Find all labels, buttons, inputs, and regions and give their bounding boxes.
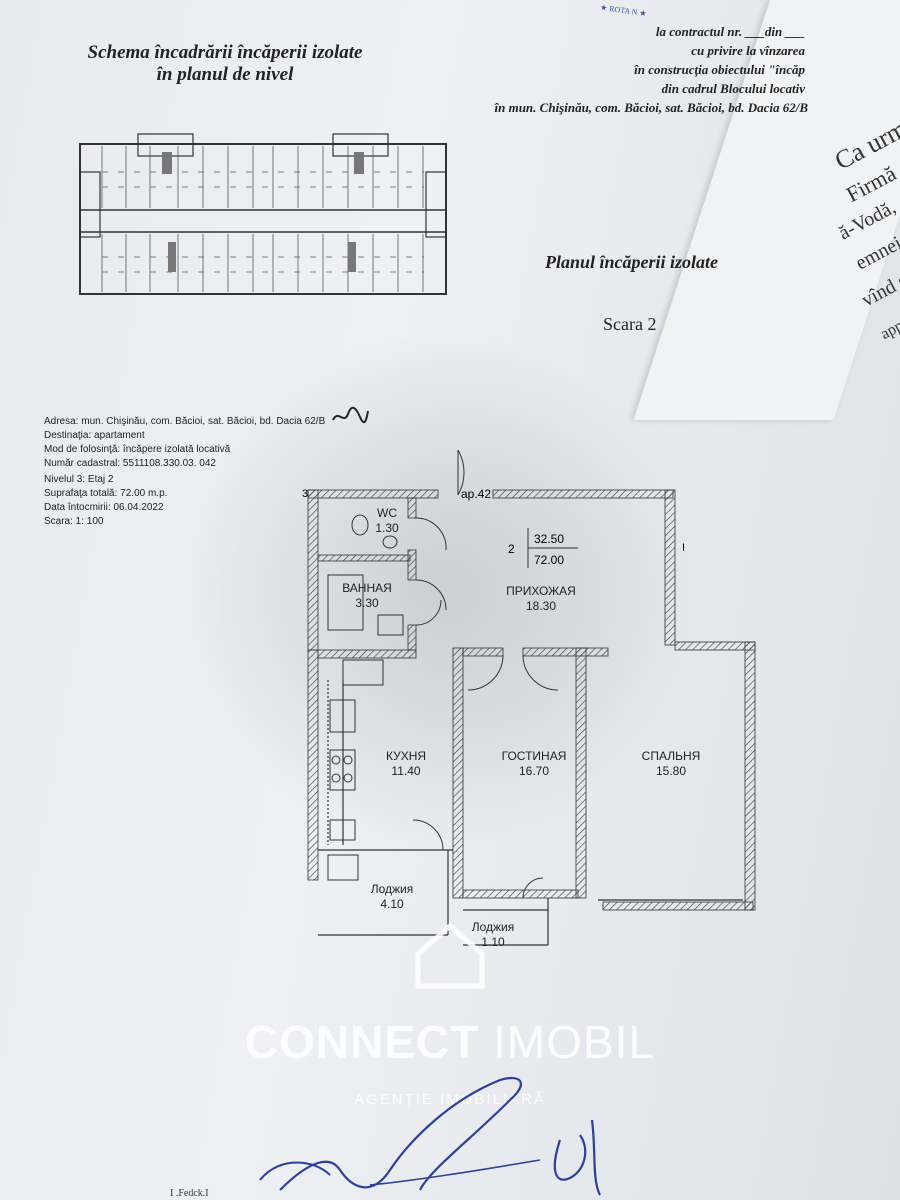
contract-line: în construcţia obiectului "încăp	[634, 62, 805, 77]
brand-name: CONNECT IMOBIL	[0, 1015, 900, 1069]
plan-stair: Scara 2	[603, 314, 657, 334]
info-address: Adresa: mun. Chişinău, com. Băcioi, sat.…	[44, 416, 326, 427]
apartment-number: ap.42	[461, 487, 491, 501]
rooms-count: 2	[508, 542, 515, 556]
axis-mark: I	[682, 542, 685, 554]
house-logo-icon	[415, 922, 485, 989]
info-level: Nivelul 3: Etaj 2	[44, 474, 114, 485]
contract-line: la contractul nr. ___din ___	[655, 24, 805, 39]
contract-line: din cadrul Blocului locativ	[661, 81, 805, 96]
contract-line: cu privire la vînzarea	[691, 43, 805, 58]
scheme-title-line1: Schema încadrării încăperii izolate	[87, 42, 363, 63]
scheme-title: Schema încadrării încăperii izolate în p…	[70, 42, 380, 86]
info-date: Data întocmirii: 06.04.2022	[44, 502, 164, 513]
signature-scribble	[332, 406, 369, 424]
contract-line: în mun. Chişinău, com. Băcioi, sat. Băci…	[494, 100, 809, 115]
brand-name-bold: CONNECT	[244, 1016, 480, 1068]
apartment-plan: 2 32.50 72.00 ap.42 3 I	[302, 450, 756, 946]
section-mark: 3	[302, 488, 308, 500]
total-area: 72.00	[534, 553, 564, 567]
living-area: 32.50	[534, 532, 564, 546]
info-cadastral: Număr cadastral: 5511108.330.03. 042	[44, 458, 216, 469]
brand-watermark: CONNECT IMOBIL AGENȚIE IMOBILIARĂ	[0, 1015, 900, 1108]
brand-name-thin: IMOBIL	[493, 1016, 656, 1068]
footer-text: I .Fedck.I	[170, 1188, 209, 1199]
info-area: Suprafaţa totală: 72.00 m.p.	[44, 488, 168, 499]
info-scale: Scara: 1: 100	[44, 516, 104, 527]
signature	[259, 1076, 601, 1196]
brand-subtitle: AGENȚIE IMOBILIARĂ	[354, 1091, 546, 1108]
info-usage: Mod de folosinţă: încăpere izolată locat…	[44, 444, 231, 455]
plan-title: Planul încăperii izolate	[545, 252, 719, 272]
scheme-title-line2: în planul de nivel	[156, 64, 294, 85]
level-schema	[79, 133, 447, 295]
info-purpose: Destinaţia: apartament	[44, 430, 145, 441]
